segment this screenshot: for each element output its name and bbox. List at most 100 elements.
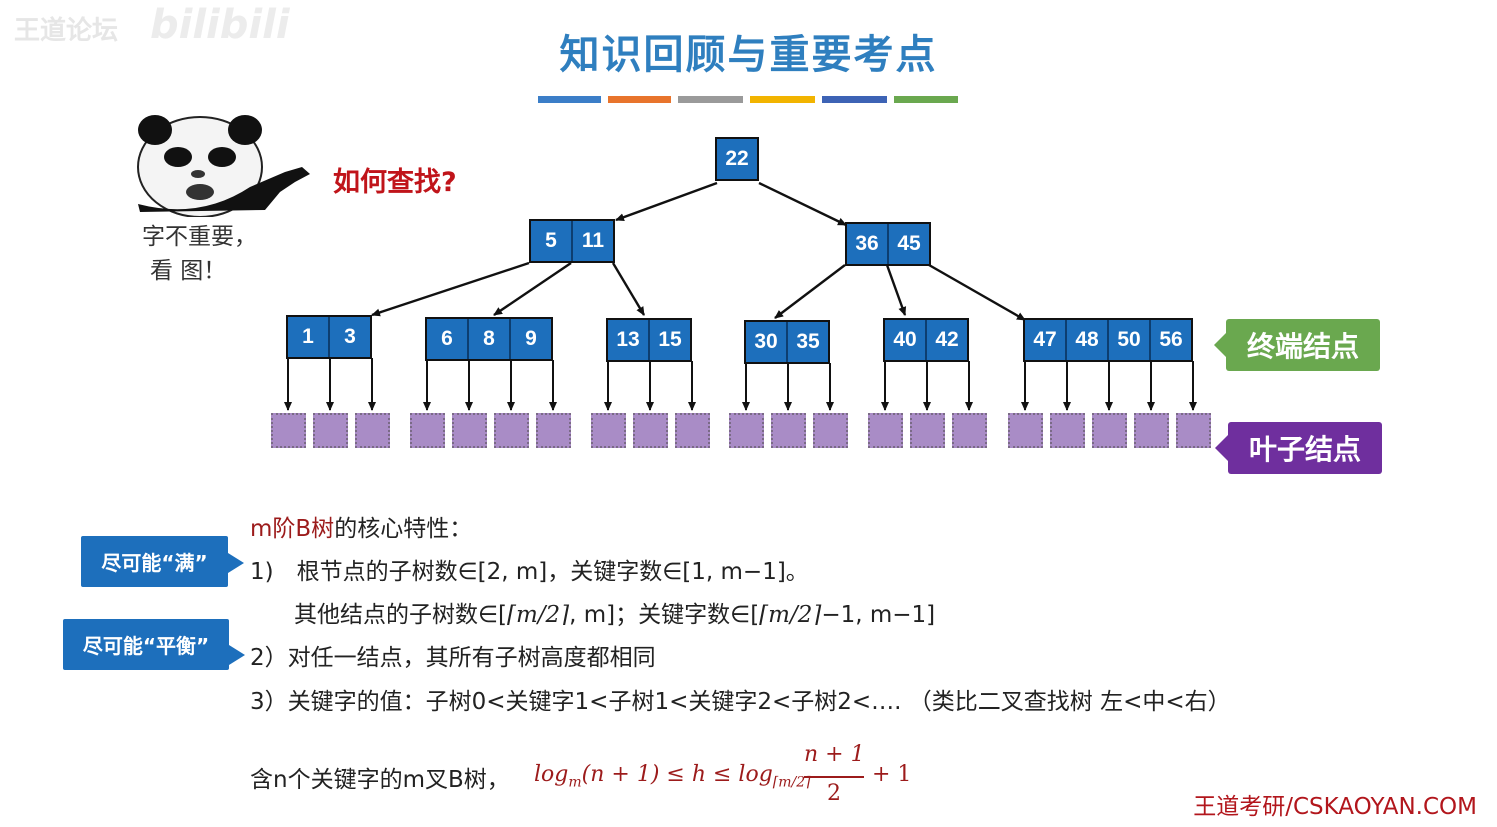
leaf-node — [355, 413, 390, 448]
leaf-node — [633, 413, 668, 448]
leaf-node — [1092, 413, 1127, 448]
color-bar-segment — [894, 96, 958, 103]
formula-denominator: 2 — [827, 781, 841, 806]
badge-full: 尽可能“满” — [81, 536, 228, 587]
panda-meme-icon — [137, 115, 310, 217]
formula-sub: m — [568, 774, 582, 791]
leaf-node — [910, 413, 945, 448]
leaf-node — [675, 413, 710, 448]
leaf-node — [452, 413, 487, 448]
key-cell: 8 — [469, 319, 511, 359]
color-bar-segment — [608, 96, 671, 103]
edge-arrow — [758, 181, 847, 227]
color-bar-segment — [538, 96, 601, 103]
key-cell: 11 — [581, 229, 605, 252]
key-cell: 48 — [1067, 320, 1109, 360]
heading-red: m阶B树 — [250, 516, 335, 542]
edge-arrow — [371, 261, 530, 317]
terminal-node: 40 42 — [883, 318, 969, 362]
key-cell: 9 — [525, 327, 537, 350]
label-pointer-icon — [1214, 331, 1228, 359]
terminal-node: 30 35 — [744, 320, 830, 364]
badge-pointer-icon — [229, 645, 245, 665]
key-cell: 36 — [847, 224, 889, 264]
edge-arrow — [611, 262, 646, 316]
color-bar-segment — [678, 96, 743, 103]
terminal-node: 6 8 9 — [425, 317, 553, 361]
key-cell: 47 — [1025, 320, 1067, 360]
caption-line: 看 图！ — [150, 258, 227, 284]
leaf-node — [591, 413, 626, 448]
property-1: 1) 根节点的子树数∈[2, m]，关键字数∈[1, m−1]。 — [250, 559, 809, 585]
properties-heading: m阶B树的核心特性： — [250, 509, 472, 543]
leaf-node — [771, 413, 806, 448]
key-cell: 5 — [531, 221, 573, 261]
panda-caption: 字不重要， 看 图！ — [142, 220, 257, 288]
ceil-expression: ⌈m/2⌉ — [759, 602, 822, 628]
key-cell: 42 — [935, 328, 959, 351]
key-cell: 3 — [344, 325, 356, 348]
key-cell: 6 — [427, 319, 469, 359]
fraction-bar — [804, 776, 864, 778]
badge-pointer-icon — [228, 553, 244, 573]
key-cell: 40 — [885, 320, 927, 360]
terminal-node: 47 48 50 56 — [1023, 318, 1193, 362]
caption-line: 字不重要， — [142, 224, 257, 250]
formula-numerator: n + 1 — [804, 742, 865, 767]
key-cell: 30 — [746, 322, 788, 362]
formula-sub: ⌈m/2⌉ — [772, 774, 811, 791]
tree-node: 36 45 — [845, 222, 931, 266]
bilibili-logo: bilibili — [150, 2, 290, 48]
edge-arrow — [885, 264, 907, 316]
key-cell: 15 — [658, 328, 682, 351]
height-formula-prefix: 含n个关键字的m叉B树， — [250, 767, 510, 793]
edge-arrow — [615, 181, 718, 222]
page-title: 知识回顾与重要考点 — [559, 32, 938, 78]
edge-arrow — [774, 264, 846, 319]
leaf-node — [1134, 413, 1169, 448]
edge-arrow — [493, 262, 572, 316]
property-2: 2）对任一结点，其所有子树高度都相同 — [250, 645, 656, 671]
leaf-node-label: 叶子结点 — [1228, 422, 1382, 474]
key-cell: 1 — [288, 317, 330, 357]
formula-tail: + 1 — [872, 762, 912, 787]
tree-node-root: 22 — [715, 137, 759, 181]
terminal-node: 13 15 — [606, 318, 692, 362]
badge-balanced: 尽可能“平衡” — [63, 619, 229, 670]
leaf-node — [494, 413, 529, 448]
leaf-node — [868, 413, 903, 448]
text-part: 其他结点的子树数∈[ — [294, 602, 508, 628]
tree-node: 5 11 — [529, 219, 615, 263]
edge-arrow — [928, 263, 1026, 322]
key-cell: 22 — [725, 147, 749, 170]
question-text: 如何查找? — [333, 167, 457, 198]
leaf-node — [729, 413, 764, 448]
terminal-node: 1 3 — [286, 315, 372, 359]
key-cell: 45 — [897, 232, 921, 255]
footer-brand: 王道考研/CSKAOYAN.COM — [1193, 794, 1477, 820]
ceil-expression: ⌈m/2⌉ — [507, 602, 570, 628]
key-cell: 50 — [1109, 320, 1151, 360]
formula-middle: (n + 1) ≤ h ≤ log — [581, 762, 773, 787]
color-bar-segment — [822, 96, 887, 103]
heading-rest: 的核心特性： — [334, 516, 473, 542]
text-part: −1, m−1] — [821, 602, 936, 628]
color-bar-segment — [750, 96, 815, 103]
label-pointer-icon — [1215, 434, 1229, 462]
leaf-node — [1176, 413, 1211, 448]
leaf-node — [536, 413, 571, 448]
leaf-node — [1008, 413, 1043, 448]
leaf-node — [271, 413, 306, 448]
watermark-text: 王道论坛 — [14, 16, 119, 46]
leaf-node — [410, 413, 445, 448]
text-part: , m]；关键字数∈[ — [569, 602, 760, 628]
leaf-node — [952, 413, 987, 448]
formula-log: log — [534, 762, 569, 787]
key-cell: 35 — [796, 330, 820, 353]
terminal-node-label: 终端结点 — [1226, 319, 1380, 371]
property-1b: 其他结点的子树数∈[⌈m/2⌉, m]；关键字数∈[⌈m/2⌉−1, m−1] — [294, 595, 935, 629]
key-cell: 13 — [608, 320, 650, 360]
leaf-node — [313, 413, 348, 448]
leaf-node — [813, 413, 848, 448]
